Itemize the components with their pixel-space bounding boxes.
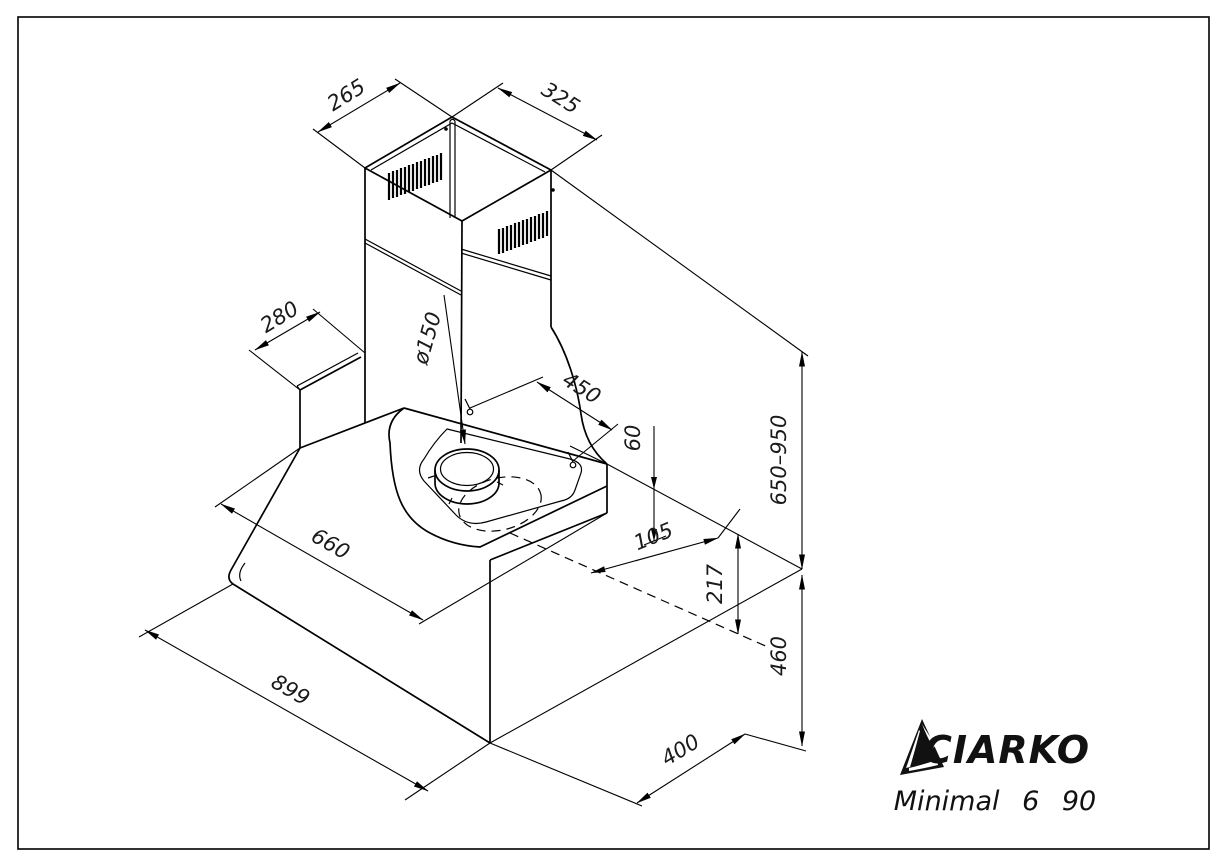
brand-name: CIARKO bbox=[924, 728, 1090, 772]
duct-collar bbox=[427, 448, 504, 505]
dashed-outlet-circle bbox=[458, 476, 542, 532]
ciarko-logo-icon bbox=[900, 719, 944, 775]
extension-wall-top bbox=[550, 169, 809, 357]
sheet-border bbox=[17, 16, 1210, 850]
dashed-bottom-projection bbox=[509, 532, 771, 649]
screw-hole bbox=[551, 188, 555, 192]
vent-grille-right bbox=[497, 211, 549, 254]
dimension-mounting-height-offset: 217 bbox=[703, 533, 741, 635]
dimension-chimney-height-range: 650–950 bbox=[767, 351, 805, 570]
model-name: Minimal 6 90 bbox=[894, 786, 1096, 817]
dimension-body-height: 460 bbox=[767, 574, 805, 747]
dim-460-label: 460 bbox=[767, 636, 791, 676]
mounting-keyhole-slots bbox=[464, 398, 577, 469]
dimension-hole-offset: 60 bbox=[621, 425, 667, 546]
vent-grille-left bbox=[387, 153, 443, 200]
dim-217-label: 217 bbox=[703, 563, 727, 604]
screw-hole bbox=[444, 127, 448, 131]
extension-hood-level bbox=[606, 463, 803, 570]
logo-block: CIARKO Minimal 6 90 bbox=[894, 719, 1096, 817]
dim-60-label: 60 bbox=[621, 425, 645, 452]
dim-650-950-label: 650–950 bbox=[767, 415, 791, 506]
extension-plane-edge bbox=[489, 568, 803, 744]
